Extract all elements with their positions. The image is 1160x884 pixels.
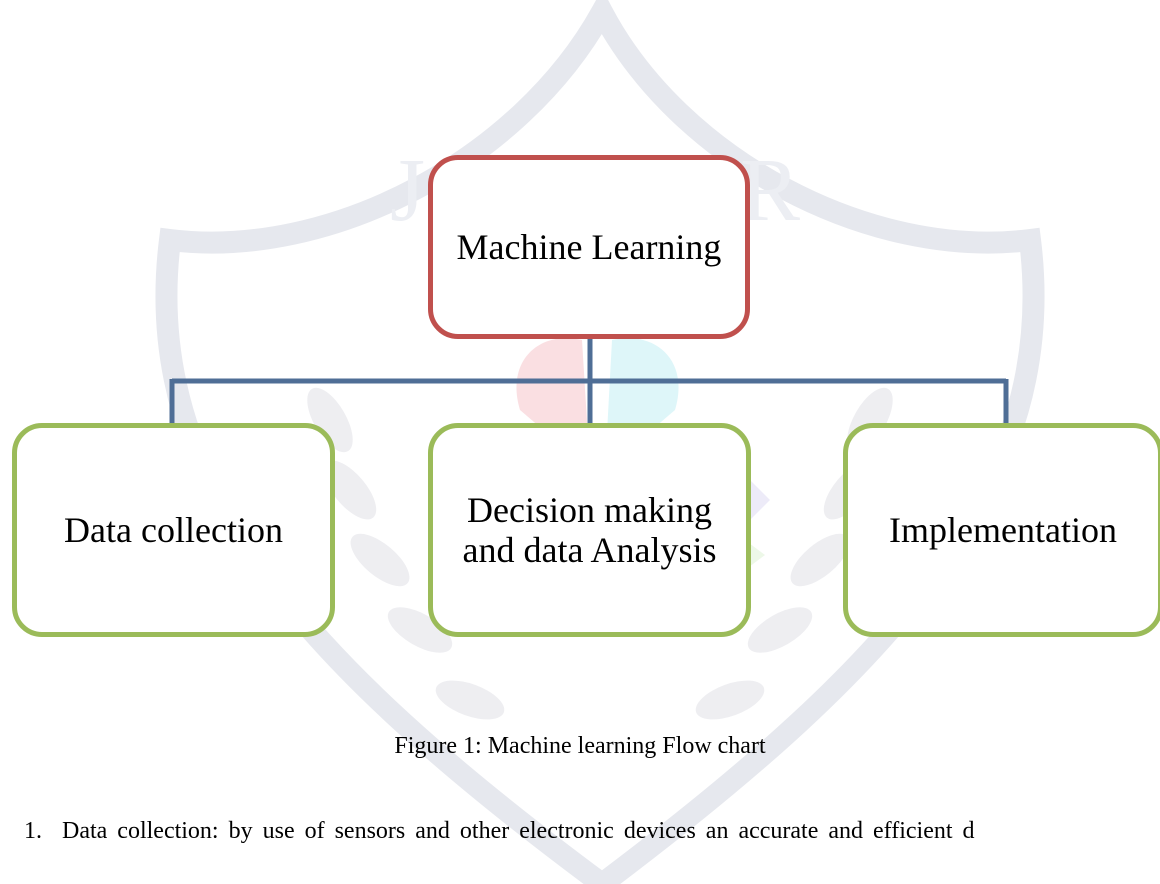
child-node-data-collection: Data collection (12, 423, 335, 637)
child-node-label: Data collection (64, 510, 283, 550)
numbered-list-item: 1. Data collection: by use of sensors and… (24, 818, 1160, 845)
child-node-implementation: Implementation (843, 423, 1160, 637)
svg-text:J: J (390, 141, 425, 240)
child-node-label: Implementation (889, 510, 1117, 550)
list-item-text: Data collection: by use of sensors and o… (62, 818, 975, 844)
child-node-label: Decision making and data Analysis (462, 490, 717, 570)
figure-caption: Figure 1: Machine learning Flow chart (394, 733, 766, 759)
list-item-number: 1. (24, 818, 42, 844)
child-node-decision-making: Decision making and data Analysis (428, 423, 751, 637)
root-node-label: Machine Learning (456, 227, 722, 267)
svg-text:R: R (740, 141, 800, 240)
root-node-machine-learning: Machine Learning (428, 155, 750, 339)
